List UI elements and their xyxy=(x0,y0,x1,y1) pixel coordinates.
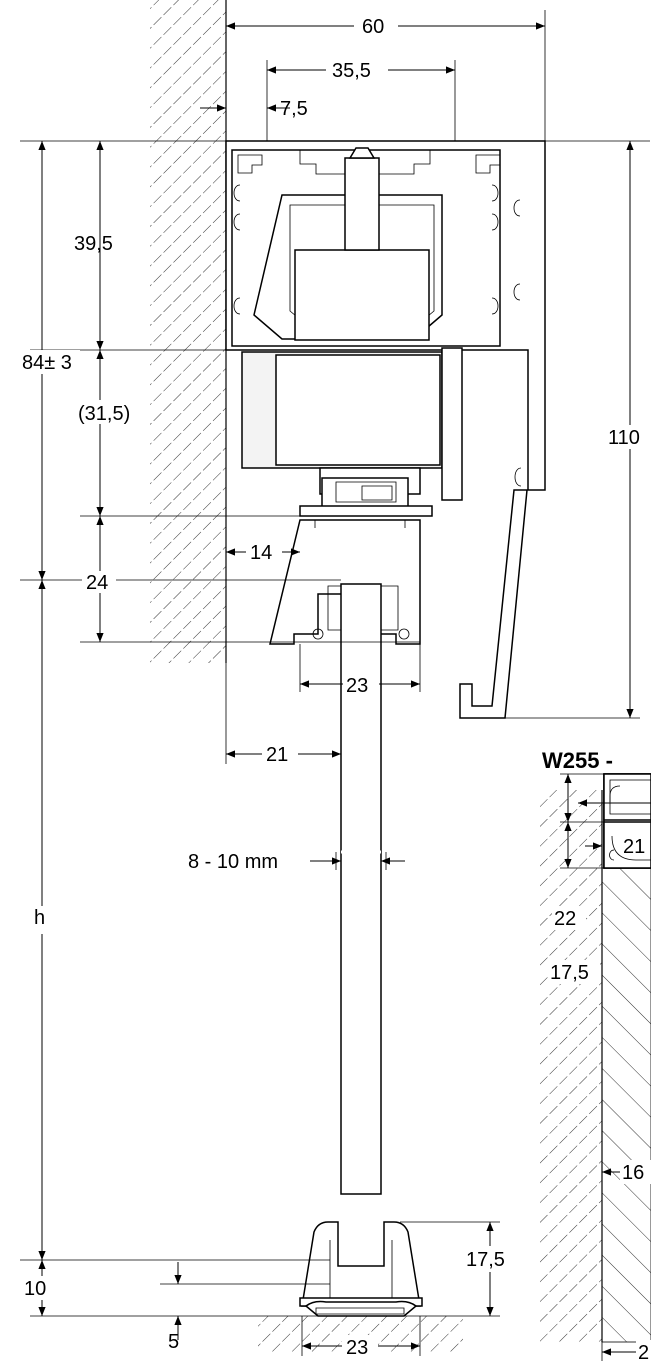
detail-offset-16: 16 xyxy=(622,1162,644,1184)
dimension-labels: 60 35,5 7,5 39,5 84± 3 (31,5) 110 14 24 … xyxy=(20,14,651,1359)
dim-floor-depth-5: 5 xyxy=(168,1331,179,1353)
dim-floor-guide-height: 17,5 xyxy=(466,1249,505,1271)
dim-top-width: 60 xyxy=(362,16,384,38)
dim-floor-guide-width: 23 xyxy=(346,1337,368,1359)
dim-middle-height: (31,5) xyxy=(78,403,130,425)
top-track-profile xyxy=(225,140,546,719)
dim-total-height: 84± 3 xyxy=(22,352,72,374)
dim-floor-depth-10: 10 xyxy=(24,1278,46,1300)
dim-right-height: 110 xyxy=(608,427,640,449)
secondary-section: W255 - 21 22 17,5 16 2 xyxy=(540,748,651,1361)
dim-wall-offset-21: 21 xyxy=(266,744,288,766)
dim-height-var: h xyxy=(34,907,45,929)
dim-inner-width: 35,5 xyxy=(332,60,371,82)
detail-offset-21: 21 xyxy=(623,836,645,858)
dim-upper-height: 39,5 xyxy=(74,233,113,255)
detail-height-22: 22 xyxy=(554,908,576,930)
detail-bottom-2: 2 xyxy=(638,1342,649,1361)
floor-guide xyxy=(299,1221,423,1317)
floor-section xyxy=(30,1315,500,1352)
dim-lower-height: 24 xyxy=(86,572,108,594)
wall-section xyxy=(150,0,227,663)
dim-wall-offset-14: 14 xyxy=(250,542,272,564)
section-title: W255 - xyxy=(542,748,613,773)
runner-block xyxy=(241,347,463,517)
detail-height-17-5: 17,5 xyxy=(550,962,589,984)
dim-bottom-guide-width: 23 xyxy=(346,675,368,697)
dim-glass-thickness: 8 - 10 mm xyxy=(188,851,278,873)
dim-offset-left: 7,5 xyxy=(280,98,308,120)
